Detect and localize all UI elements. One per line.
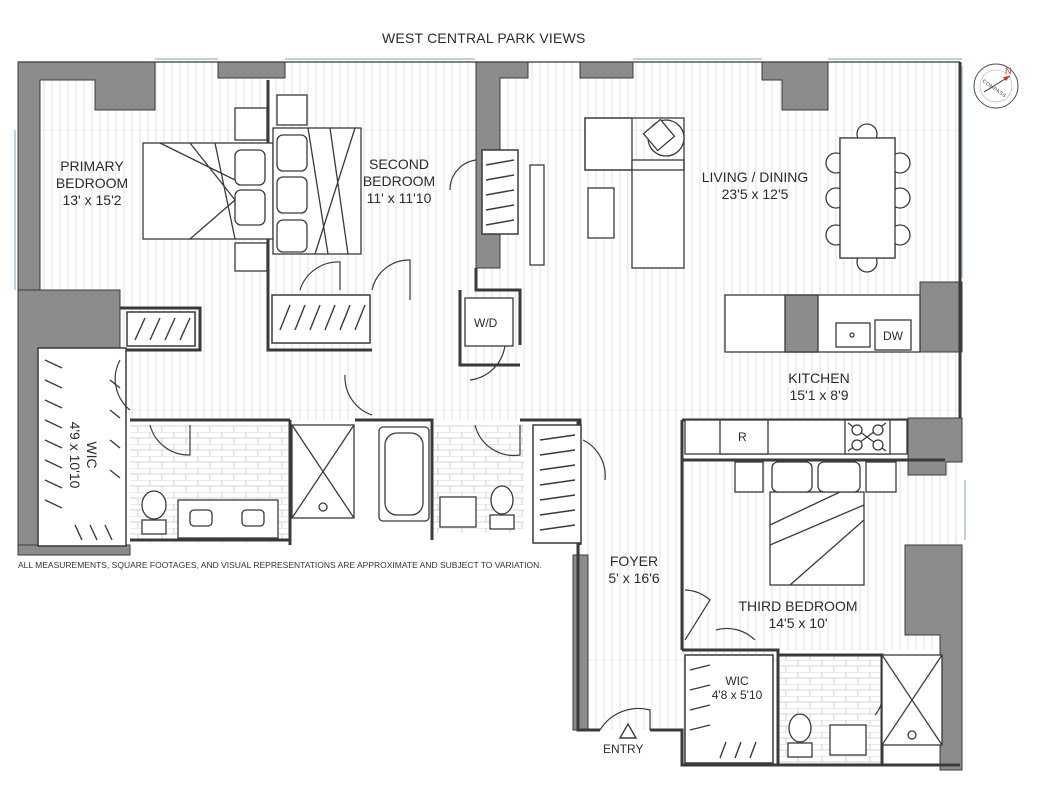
wic-primary-label: WIC 4'9 x 10'10 [66, 410, 100, 500]
kitchen-label: KITCHEN 15'1 x 8'9 [774, 370, 864, 404]
entry-marker [618, 722, 638, 739]
living-dining-name: LIVING / DINING [701, 169, 809, 185]
windows [14, 58, 966, 540]
living-dining-dims: 23'5 x 12'5 [721, 186, 789, 202]
primary-bedroom-name-line2: BEDROOM [55, 175, 129, 191]
second-bedroom-dims: 11' x 11'10 [366, 190, 432, 206]
compass-north: N [1005, 66, 1012, 76]
second-bedroom-label: SECOND BEDROOM 11' x 11'10 [354, 156, 444, 207]
compass-icon: N COMPASS [972, 62, 1020, 110]
closet-hangers [44, 159, 757, 759]
bathroom-fixtures [141, 424, 943, 758]
primary-bedroom-label: PRIMARY BEDROOM 13' x 15'2 [48, 158, 136, 209]
third-bedroom-dims: 14'5 x 10' [768, 615, 828, 631]
kitchen-counters [684, 294, 921, 455]
kitchen-name: KITCHEN [788, 370, 850, 386]
washer-dryer [464, 297, 514, 347]
disclaimer: ALL MEASUREMENTS, SQUARE FOOTAGES, AND V… [18, 560, 542, 570]
living-dining-label: LIVING / DINING 23'5 x 12'5 [690, 169, 820, 203]
second-bedroom-name-line2: BEDROOM [362, 173, 436, 189]
entry-label: ENTRY [603, 742, 644, 756]
foyer-name: FOYER [609, 553, 659, 569]
foyer-label: FOYER 5' x 16'6 [594, 553, 674, 587]
dishwasher-label: DW [883, 329, 903, 343]
primary-bed [142, 107, 274, 272]
third-bedroom-label: THIRD BEDROOM 14'5 x 10' [728, 598, 868, 632]
wic-third-dims: 4'8 x 5'10 [711, 688, 763, 702]
second-bed [272, 94, 362, 255]
living-furniture [529, 117, 911, 273]
wic-primary-name: WIC [84, 441, 100, 469]
refrigerator-label: R [738, 430, 747, 444]
washer-dryer-label: W/D [474, 316, 498, 330]
third-bed [734, 461, 897, 586]
second-bedroom-name-line1: SECOND [369, 156, 429, 172]
wic-primary-dims: 4'9 x 10'10 [67, 421, 83, 489]
third-bedroom-name: THIRD BEDROOM [738, 598, 858, 614]
wic-third-name: WIC [725, 674, 749, 688]
walls [17, 61, 963, 771]
foyer-dims: 5' x 16'6 [608, 570, 660, 586]
primary-bedroom-name-line1: PRIMARY [60, 158, 124, 174]
primary-bedroom-dims: 13' x 15'2 [62, 192, 122, 208]
kitchen-dims: 15'1 x 8'9 [789, 387, 849, 403]
plan-title: WEST CENTRAL PARK VIEWS [382, 30, 586, 46]
wic-third-label: WIC 4'8 x 5'10 [702, 674, 772, 702]
